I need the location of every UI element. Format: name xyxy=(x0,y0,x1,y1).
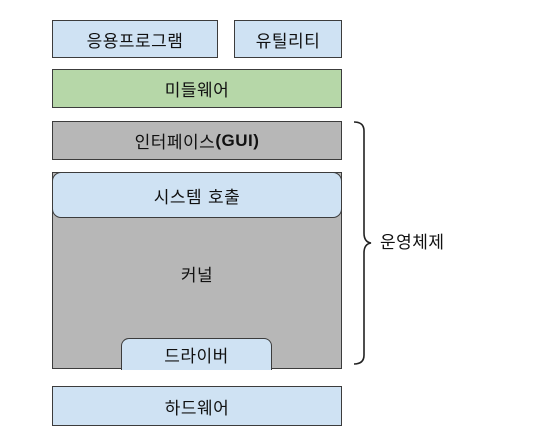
interface-box: 인터페이스(GUI) xyxy=(52,121,342,160)
interface-gui-label: (GUI) xyxy=(215,130,260,150)
system-call-label: 시스템 호출 xyxy=(153,187,241,208)
driver-box: 드라이버 xyxy=(121,338,272,370)
os-brace-icon xyxy=(353,121,372,365)
applications-label: 응용프로그램 xyxy=(86,31,184,52)
os-label: 운영체제 xyxy=(380,233,445,253)
utilities-label: 유틸리티 xyxy=(255,31,321,52)
applications-box: 응용프로그램 xyxy=(52,20,218,58)
hardware-box: 하드웨어 xyxy=(52,386,342,426)
kernel-label: 커널 xyxy=(180,266,214,286)
hardware-label: 하드웨어 xyxy=(164,398,230,419)
driver-label: 드라이버 xyxy=(164,347,229,367)
middleware-box: 미들웨어 xyxy=(52,69,342,108)
interface-label: 인터페이스 xyxy=(134,133,216,153)
system-call-box: 시스템 호출 xyxy=(52,172,342,218)
utilities-box: 유틸리티 xyxy=(234,20,342,58)
middleware-label: 미들웨어 xyxy=(164,81,230,101)
